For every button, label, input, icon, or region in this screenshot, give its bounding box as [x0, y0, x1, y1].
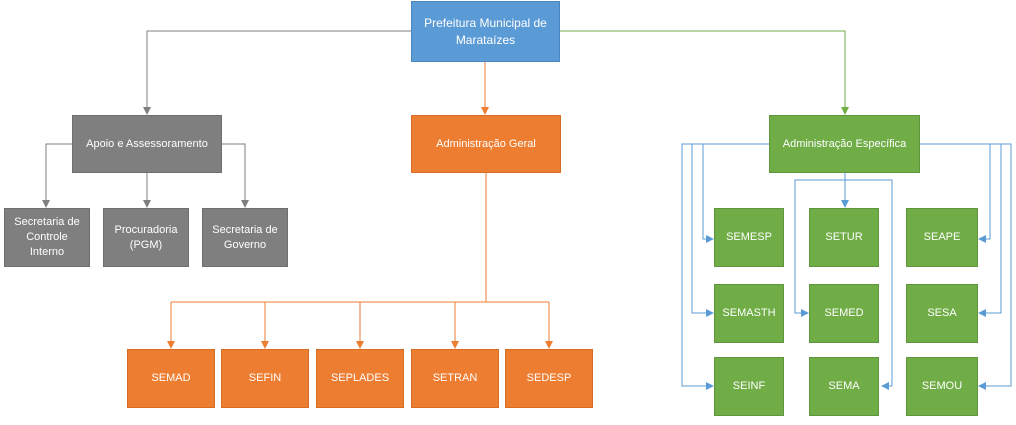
node-semed: SEMED — [809, 284, 879, 343]
connector-specific-semed — [794, 179, 845, 317]
branch-general: Administração Geral — [411, 115, 561, 173]
connector-root-specific — [560, 30, 849, 115]
connector-specific-semou — [920, 143, 1012, 390]
node-seinf: SEINF — [714, 357, 784, 416]
connector-specific-seinf — [681, 143, 769, 390]
node-sedesp: SEDESP — [505, 349, 593, 408]
node-semou: SEMOU — [906, 357, 978, 416]
node-setur: SETUR — [809, 208, 879, 267]
node-seape: SEAPE — [906, 208, 978, 267]
node-sema: SEMA — [809, 357, 879, 416]
node-semesp: SEMESP — [714, 208, 784, 267]
connector-specific-sema — [845, 179, 893, 390]
connector-root-support — [143, 30, 411, 115]
root-node: Prefeitura Municipal de Marataízes — [411, 1, 560, 62]
node-sesa: SESA — [906, 284, 978, 343]
branch-specific: Administração Específica — [769, 115, 920, 173]
branch-support: Apoio e Assessoramento — [72, 115, 222, 173]
node-procuradoria: Procuradoria (PGM) — [103, 208, 189, 267]
connector-support-governo — [222, 143, 249, 208]
node-sefin: SEFIN — [221, 349, 309, 408]
node-seplades: SEPLADES — [316, 349, 404, 408]
connector-support-controle — [42, 143, 72, 208]
node-semasth: SEMASTH — [714, 284, 784, 343]
node-setran: SETRAN — [411, 349, 499, 408]
node-secretaria-governo: Secretaria de Governo — [202, 208, 288, 267]
node-secretaria-controle-interno: Secretaria de Controle Interno — [4, 208, 90, 267]
node-semad: SEMAD — [127, 349, 215, 408]
